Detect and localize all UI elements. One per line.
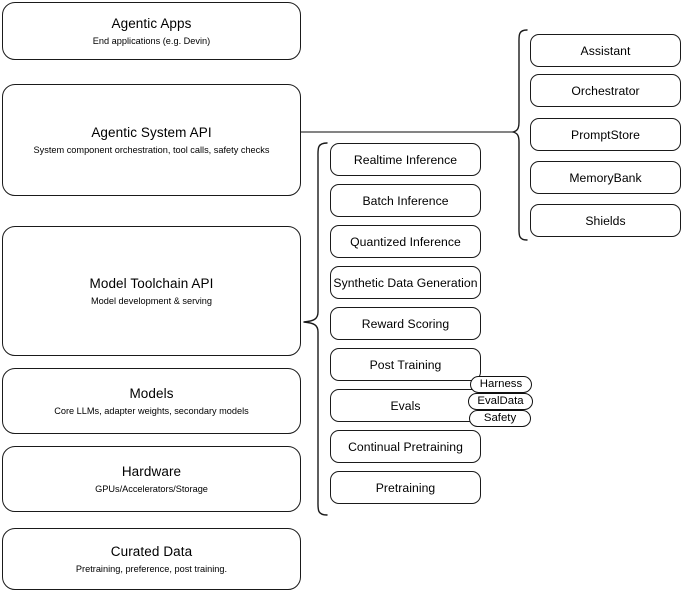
system-item-orchestrator[interactable]: Orchestrator bbox=[530, 74, 681, 107]
eval-badge-evaldata[interactable]: EvalData bbox=[468, 393, 533, 410]
toolchain-item-continual-pretraining[interactable]: Continual Pretraining bbox=[330, 430, 481, 463]
layer-box-models[interactable]: Models Core LLMs, adapter weights, secon… bbox=[2, 368, 301, 434]
toolchain-item-post-training[interactable]: Post Training bbox=[330, 348, 481, 381]
eval-badge-harness[interactable]: Harness bbox=[470, 376, 532, 393]
layer-title: Model Toolchain API bbox=[89, 275, 214, 291]
toolchain-item-label: Reward Scoring bbox=[361, 316, 450, 331]
layer-subtitle: Model development & serving bbox=[90, 295, 213, 306]
layer-subtitle: Core LLMs, adapter weights, secondary mo… bbox=[54, 405, 249, 416]
toolchain-item-evals[interactable]: Evals bbox=[330, 389, 481, 422]
layer-title: Models bbox=[129, 385, 174, 401]
system-item-memorybank[interactable]: MemoryBank bbox=[530, 161, 681, 194]
layer-title: Hardware bbox=[121, 463, 182, 479]
toolchain-item-label: Pretraining bbox=[375, 480, 436, 495]
toolchain-item-pretraining[interactable]: Pretraining bbox=[330, 471, 481, 504]
system-item-assistant[interactable]: Assistant bbox=[530, 34, 681, 67]
eval-badge-label: EvalData bbox=[477, 395, 524, 407]
brace-toolchain-items bbox=[303, 142, 328, 516]
toolchain-item-batch-inference[interactable]: Batch Inference bbox=[330, 184, 481, 217]
eval-badge-label: Harness bbox=[479, 378, 523, 390]
eval-badge-label: Safety bbox=[483, 412, 517, 424]
toolchain-item-label: Quantized Inference bbox=[350, 234, 461, 249]
layer-title: Curated Data bbox=[110, 543, 193, 559]
layer-box-curated-data[interactable]: Curated Data Pretraining, preference, po… bbox=[2, 528, 301, 590]
layer-subtitle: Pretraining, preference, post training. bbox=[75, 563, 228, 574]
system-item-label: Assistant bbox=[580, 43, 631, 58]
toolchain-item-label: Evals bbox=[390, 398, 421, 413]
toolchain-item-reward-scoring[interactable]: Reward Scoring bbox=[330, 307, 481, 340]
toolchain-item-label: Realtime Inference bbox=[353, 152, 458, 167]
layer-box-model-toolchain-api[interactable]: Model Toolchain API Model development & … bbox=[2, 226, 301, 356]
toolchain-item-label: Batch Inference bbox=[362, 193, 449, 208]
layer-title: Agentic Apps bbox=[111, 15, 192, 31]
layer-box-hardware[interactable]: Hardware GPUs/Accelerators/Storage bbox=[2, 446, 301, 512]
system-item-shields[interactable]: Shields bbox=[530, 204, 681, 237]
system-item-label: Orchestrator bbox=[571, 83, 640, 98]
system-item-label: Shields bbox=[585, 213, 626, 228]
toolchain-item-quantized-inference[interactable]: Quantized Inference bbox=[330, 225, 481, 258]
layer-title: Agentic System API bbox=[91, 124, 212, 140]
system-item-promptstore[interactable]: PromptStore bbox=[530, 118, 681, 151]
layer-subtitle: End applications (e.g. Devin) bbox=[92, 35, 211, 46]
toolchain-item-label: Post Training bbox=[369, 357, 442, 372]
layer-box-agentic-apps[interactable]: Agentic Apps End applications (e.g. Devi… bbox=[2, 2, 301, 60]
layer-subtitle: GPUs/Accelerators/Storage bbox=[95, 483, 208, 494]
toolchain-item-realtime-inference[interactable]: Realtime Inference bbox=[330, 143, 481, 176]
system-item-label: PromptStore bbox=[571, 127, 640, 142]
system-item-label: MemoryBank bbox=[569, 170, 642, 185]
toolchain-item-label: Continual Pretraining bbox=[348, 439, 463, 454]
toolchain-item-synthetic-data-generation[interactable]: Synthetic Data Generation bbox=[330, 266, 481, 299]
brace-system-components bbox=[512, 29, 528, 241]
toolchain-item-label: Synthetic Data Generation bbox=[333, 275, 478, 290]
layer-subtitle: System component orchestration, tool cal… bbox=[33, 144, 270, 155]
layer-box-agentic-system-api[interactable]: Agentic System API System component orch… bbox=[2, 84, 301, 196]
eval-badge-safety[interactable]: Safety bbox=[469, 410, 531, 427]
